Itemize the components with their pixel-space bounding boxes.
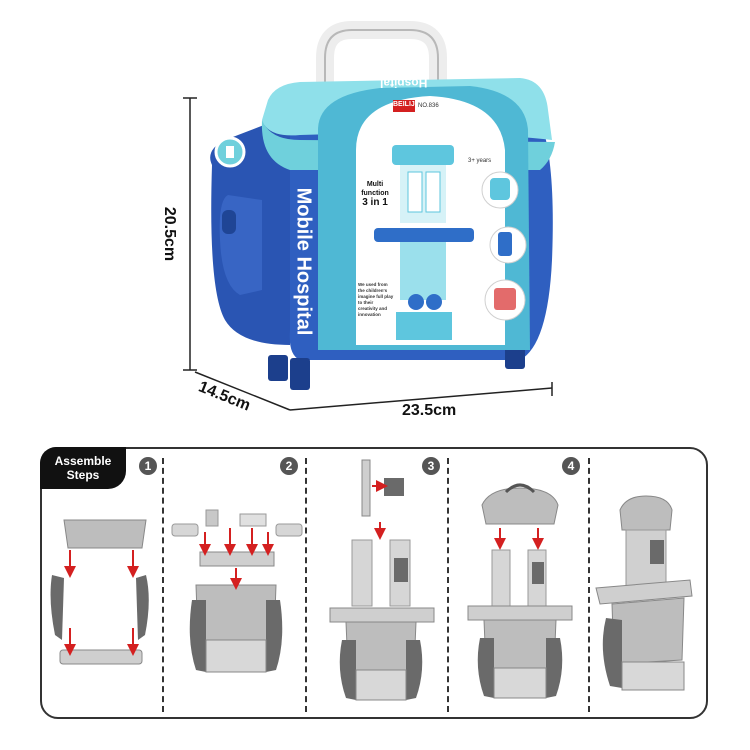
- step-4-illustration: [467, 483, 573, 699]
- model-number: NO.836: [418, 103, 439, 109]
- step-number-2: 2: [280, 457, 298, 475]
- age-label: 3+ years: [468, 158, 492, 164]
- step-number-4: 4: [562, 457, 580, 475]
- case-illustration: [183, 21, 555, 411]
- brand-logo: BEILIJIA: [393, 101, 422, 108]
- step-2-illustration: [171, 509, 303, 673]
- assembled-toy-illustration: [595, 495, 693, 691]
- package-top-text: Hospital: [380, 76, 428, 90]
- assembly-illustrations: [50, 459, 693, 701]
- step-divider: [162, 458, 164, 712]
- step-number-1: 1: [139, 457, 157, 475]
- product-photo: Hospital BEILIJIA NO.836 Mobile Hospital…: [161, 21, 555, 419]
- package-side-title: Mobile Hospital: [292, 187, 315, 336]
- step-divider: [588, 458, 590, 712]
- depth-dimension-line: [194, 371, 291, 411]
- package-blurb: We used from the children's imagine full…: [358, 282, 394, 317]
- assembly-panel: [40, 447, 708, 719]
- feature-badge: Multi function 3 in 1: [361, 181, 389, 208]
- step-divider: [447, 458, 449, 712]
- height-label: 20.5cm: [161, 206, 179, 262]
- width-label: 23.5cm: [402, 402, 457, 419]
- step-1-illustration: [50, 519, 149, 665]
- step-number-3: 3: [422, 457, 440, 475]
- width-dimension-line: [289, 387, 553, 411]
- step-3-illustration: [329, 459, 435, 701]
- step-divider: [305, 458, 307, 712]
- assemble-steps-badge: Assemble Steps: [40, 447, 126, 489]
